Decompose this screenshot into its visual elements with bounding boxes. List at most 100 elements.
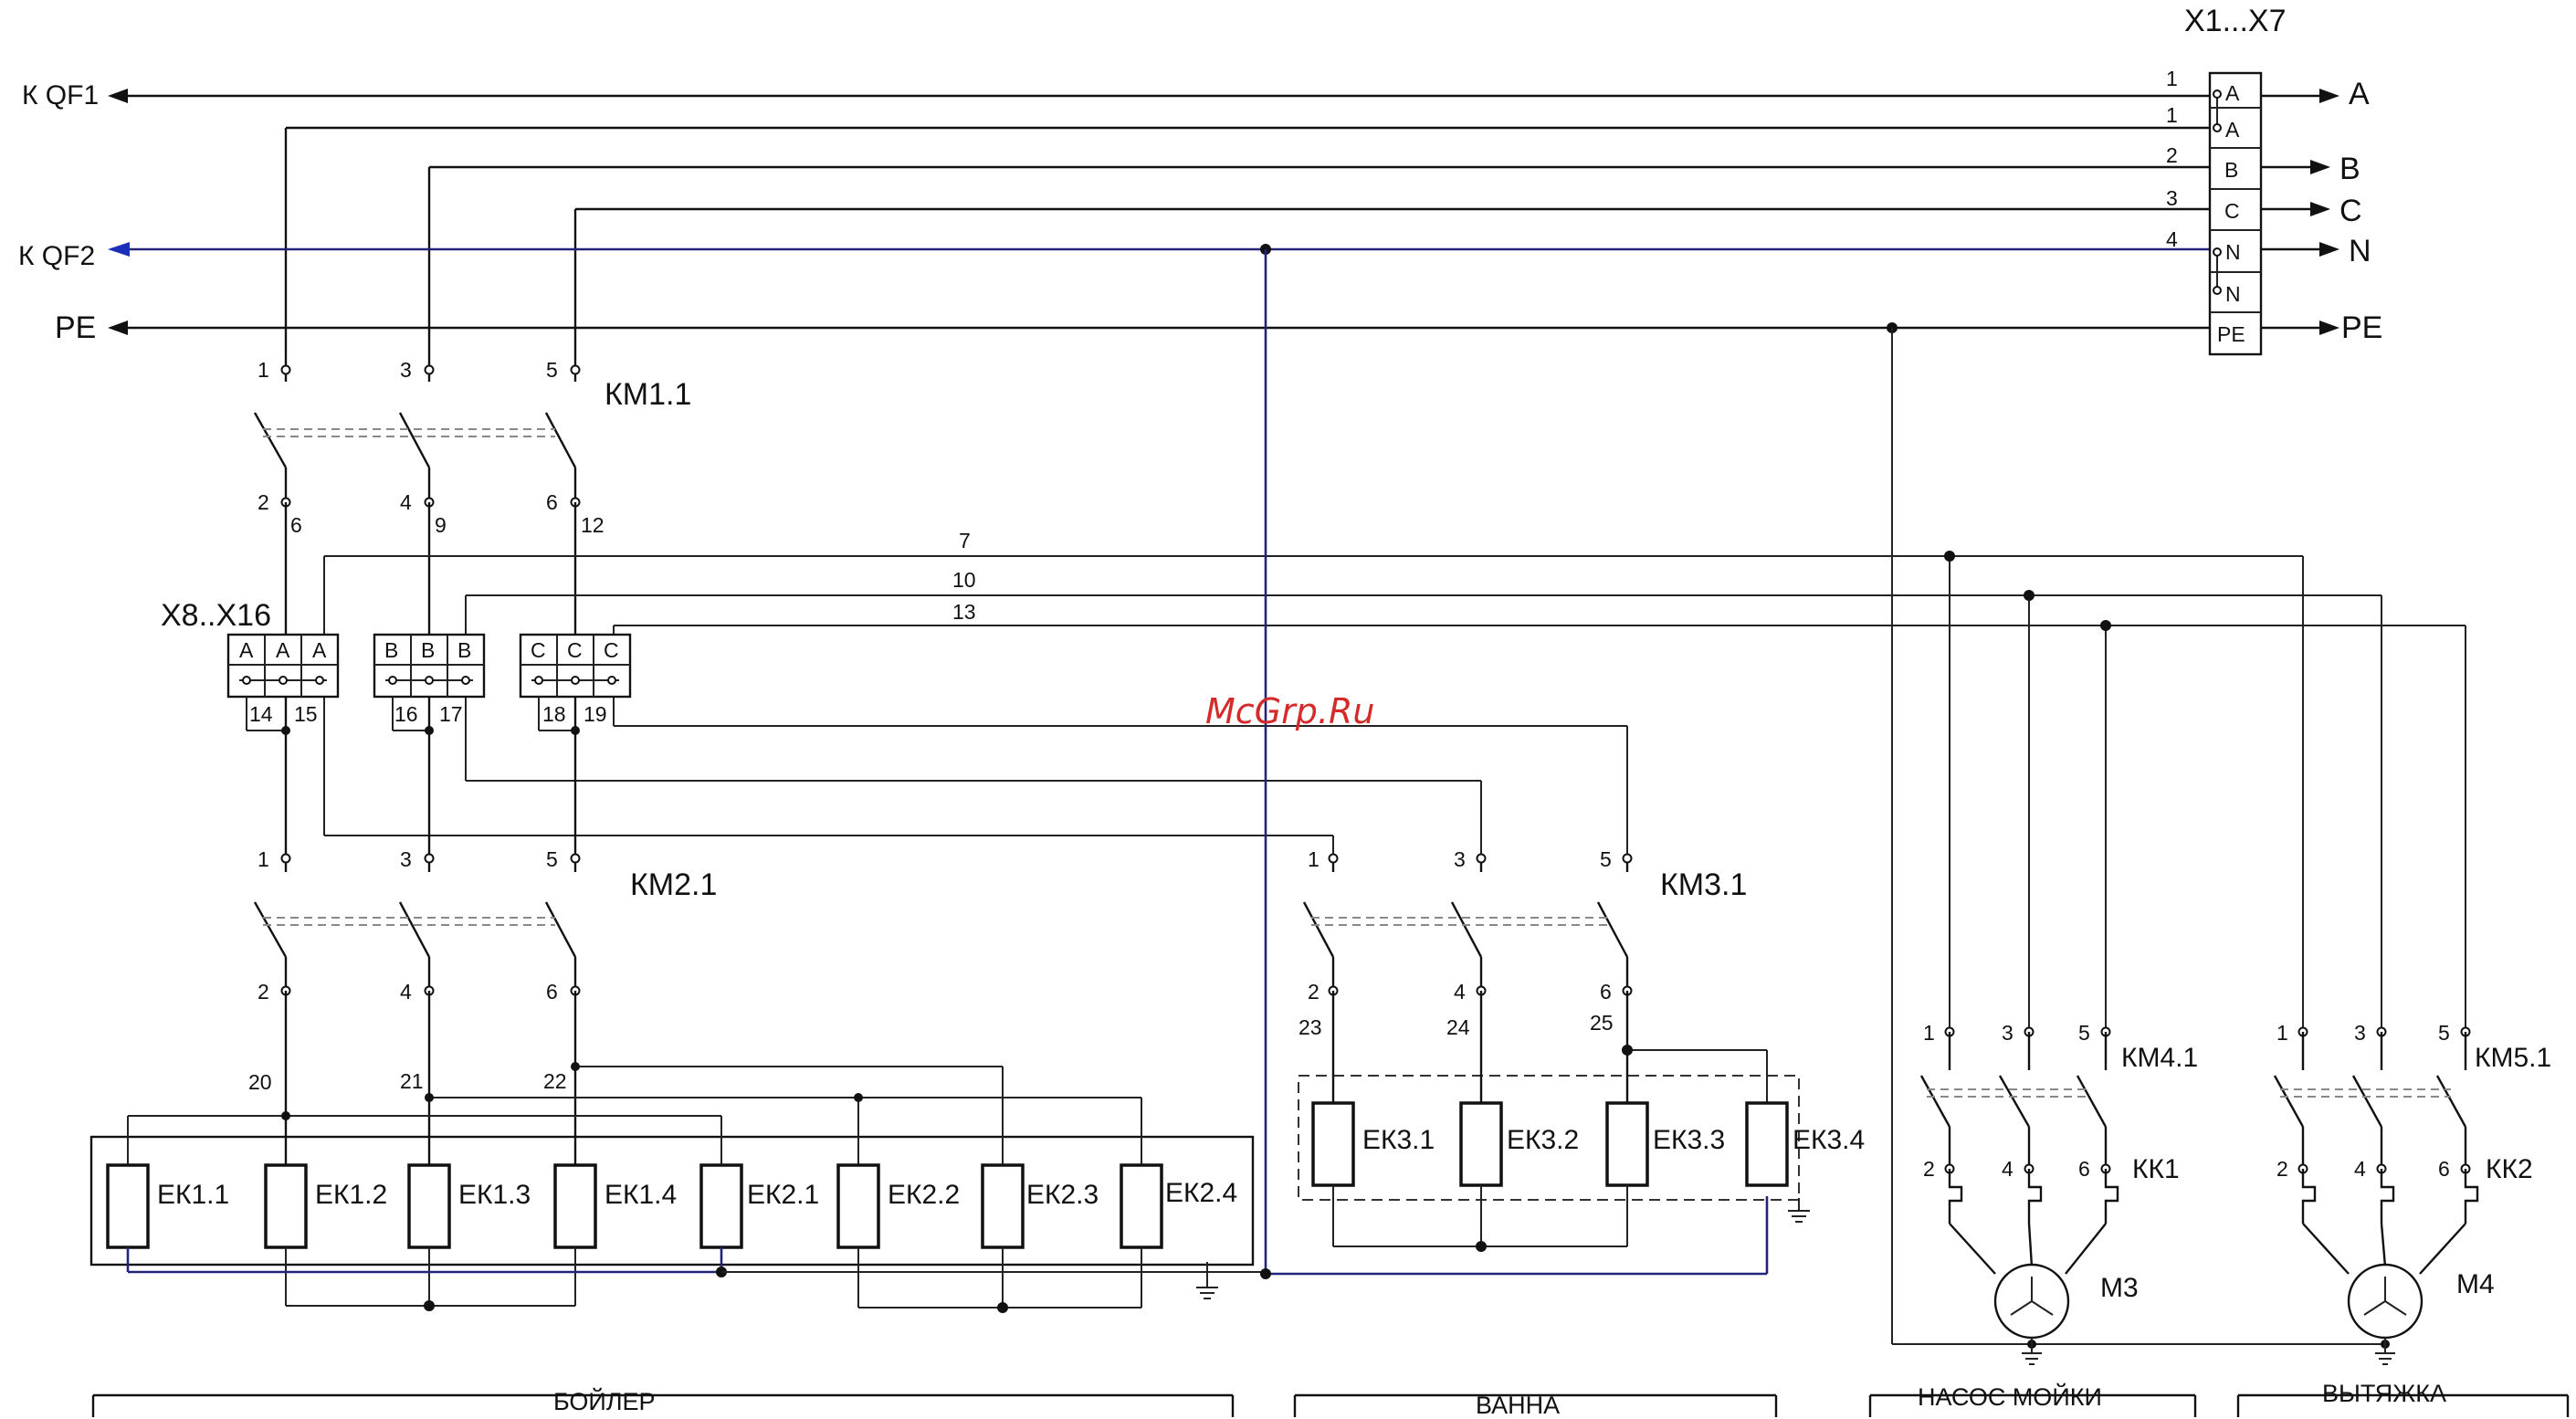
strip-num-14: 14	[249, 702, 273, 726]
hood-motor-circuit	[2273, 1026, 2479, 1365]
wire-10: 10	[952, 568, 976, 592]
section-brackets	[91, 1393, 2570, 1417]
km2-pin-1: 1	[258, 847, 269, 871]
kk2-pin-6: 6	[2438, 1157, 2450, 1181]
contactor-km1	[253, 364, 581, 508]
heater-ek2-4: ЕК2.4	[1165, 1178, 1237, 1208]
terminal-strip-title: X8..X16	[161, 598, 271, 633]
x-term-label-c: C	[2224, 199, 2240, 223]
kk2-pin-4: 4	[2354, 1157, 2366, 1181]
km3-pin-1: 1	[1308, 847, 1320, 871]
x-term-label-n2: N	[2225, 282, 2241, 306]
label-phase-b: B	[2339, 152, 2360, 186]
heater-ek2-2: ЕК2.2	[888, 1180, 960, 1210]
heater-ek1-1: ЕК1.1	[157, 1180, 229, 1210]
x-term-label-a2: A	[2225, 118, 2240, 142]
label-phase-a: A	[2349, 77, 2370, 111]
km5-pin-3: 3	[2354, 1021, 2366, 1045]
heater-ek1-3: ЕК1.3	[458, 1180, 531, 1210]
heater-ek3-2: ЕК3.2	[1507, 1125, 1579, 1155]
heater-ek3-3: ЕК3.3	[1653, 1125, 1725, 1155]
x-term-num-3: 3	[2166, 186, 2178, 210]
x-term-label-pe: PE	[2217, 322, 2245, 346]
km1-pin-6: 6	[546, 490, 558, 514]
strip-b-3: B	[457, 638, 471, 662]
km5-pin-1: 1	[2276, 1021, 2288, 1045]
strip-a-3: A	[312, 638, 327, 662]
wire-23: 23	[1299, 1015, 1322, 1039]
label-pe-left: PE	[55, 310, 96, 345]
pump-motor-circuit	[1919, 1026, 2119, 1365]
x-term-num-1a: 1	[2166, 67, 2178, 90]
strip-num-18: 18	[542, 702, 566, 726]
strip-num-16: 16	[394, 702, 418, 726]
terminal-block-title: X1...X7	[2184, 4, 2287, 38]
wire-13: 13	[952, 600, 976, 624]
kk1-pin-6: 6	[2078, 1157, 2090, 1181]
strip-c-2: C	[567, 638, 583, 662]
section-boiler: БОЙЛЕР	[553, 1387, 656, 1415]
distribution-wires	[323, 551, 2466, 1032]
km1-label: КМ1.1	[605, 377, 691, 412]
wire-12: 12	[581, 513, 605, 537]
km1-pin-3: 3	[400, 358, 412, 382]
wire-24: 24	[1446, 1015, 1470, 1039]
km3-pin-2: 2	[1308, 980, 1320, 1004]
km2-pin-5: 5	[546, 847, 558, 871]
strip-num-15: 15	[294, 702, 318, 726]
x-term-label-n1: N	[2225, 240, 2241, 264]
label-to-qf1: К QF1	[22, 80, 99, 110]
km2-label: КМ2.1	[630, 867, 717, 902]
kk1-label: КК1	[2132, 1154, 2180, 1184]
kk2-label: КК2	[2486, 1154, 2533, 1184]
section-bath: ВАННА	[1476, 1392, 1560, 1419]
km2-pin-3: 3	[400, 847, 412, 871]
km1-pin-2: 2	[258, 490, 269, 514]
km4-label: КМ4.1	[2121, 1043, 2198, 1073]
section-pump: НАСОС МОЙКИ	[1918, 1382, 2102, 1411]
main-buses	[108, 89, 2339, 370]
km3-pin-6: 6	[1600, 980, 1612, 1004]
km1-pin-5: 5	[546, 358, 558, 382]
kk1-pin-4: 4	[2002, 1157, 2013, 1181]
contactor-km2	[253, 853, 581, 996]
strip-a-2: A	[276, 638, 290, 662]
strip-b-1: B	[384, 638, 398, 662]
strip-num-19: 19	[584, 702, 607, 726]
kk2-pin-2: 2	[2276, 1157, 2288, 1181]
km1-pin-1: 1	[258, 358, 269, 382]
boiler-heater-group	[89, 991, 1266, 1313]
wire-9: 9	[435, 513, 447, 537]
wire-6: 6	[290, 513, 302, 537]
label-pe-right: PE	[2341, 310, 2382, 345]
label-phase-c: C	[2339, 194, 2362, 228]
kk1-pin-2: 2	[1923, 1157, 1935, 1181]
km3-label: КМ3.1	[1660, 867, 1747, 902]
km3-pin-5: 5	[1600, 847, 1612, 871]
terminal-strip-x8-x16	[226, 633, 632, 858]
motor-m4-label: М4	[2456, 1269, 2495, 1299]
x-term-num-2: 2	[2166, 143, 2178, 167]
wire-22: 22	[543, 1069, 567, 1093]
x-term-num-4: 4	[2166, 227, 2178, 251]
watermark: McGrp.Ru	[1205, 691, 1374, 731]
wire-25: 25	[1590, 1011, 1614, 1035]
km4-pin-1: 1	[1923, 1021, 1935, 1045]
km2-pin-4: 4	[400, 980, 412, 1004]
bath-heater-group	[1298, 991, 1810, 1252]
contactor-km3	[1302, 853, 1633, 996]
wire-7: 7	[959, 529, 971, 552]
section-hood: ВЫТЯЖКА	[2322, 1380, 2446, 1407]
strip-b-2: B	[421, 638, 435, 662]
strip-c-3: C	[604, 638, 619, 662]
x-term-num-1b: 1	[2166, 103, 2178, 127]
heater-ek3-4: ЕК3.4	[1793, 1125, 1865, 1155]
strip-num-17: 17	[439, 702, 463, 726]
km2-pin-6: 6	[546, 980, 558, 1004]
wire-21: 21	[400, 1069, 424, 1093]
km1-pin-4: 4	[400, 490, 412, 514]
strip-a-1: A	[239, 638, 254, 662]
km4-pin-3: 3	[2002, 1021, 2013, 1045]
km3-pin-3: 3	[1454, 847, 1466, 871]
